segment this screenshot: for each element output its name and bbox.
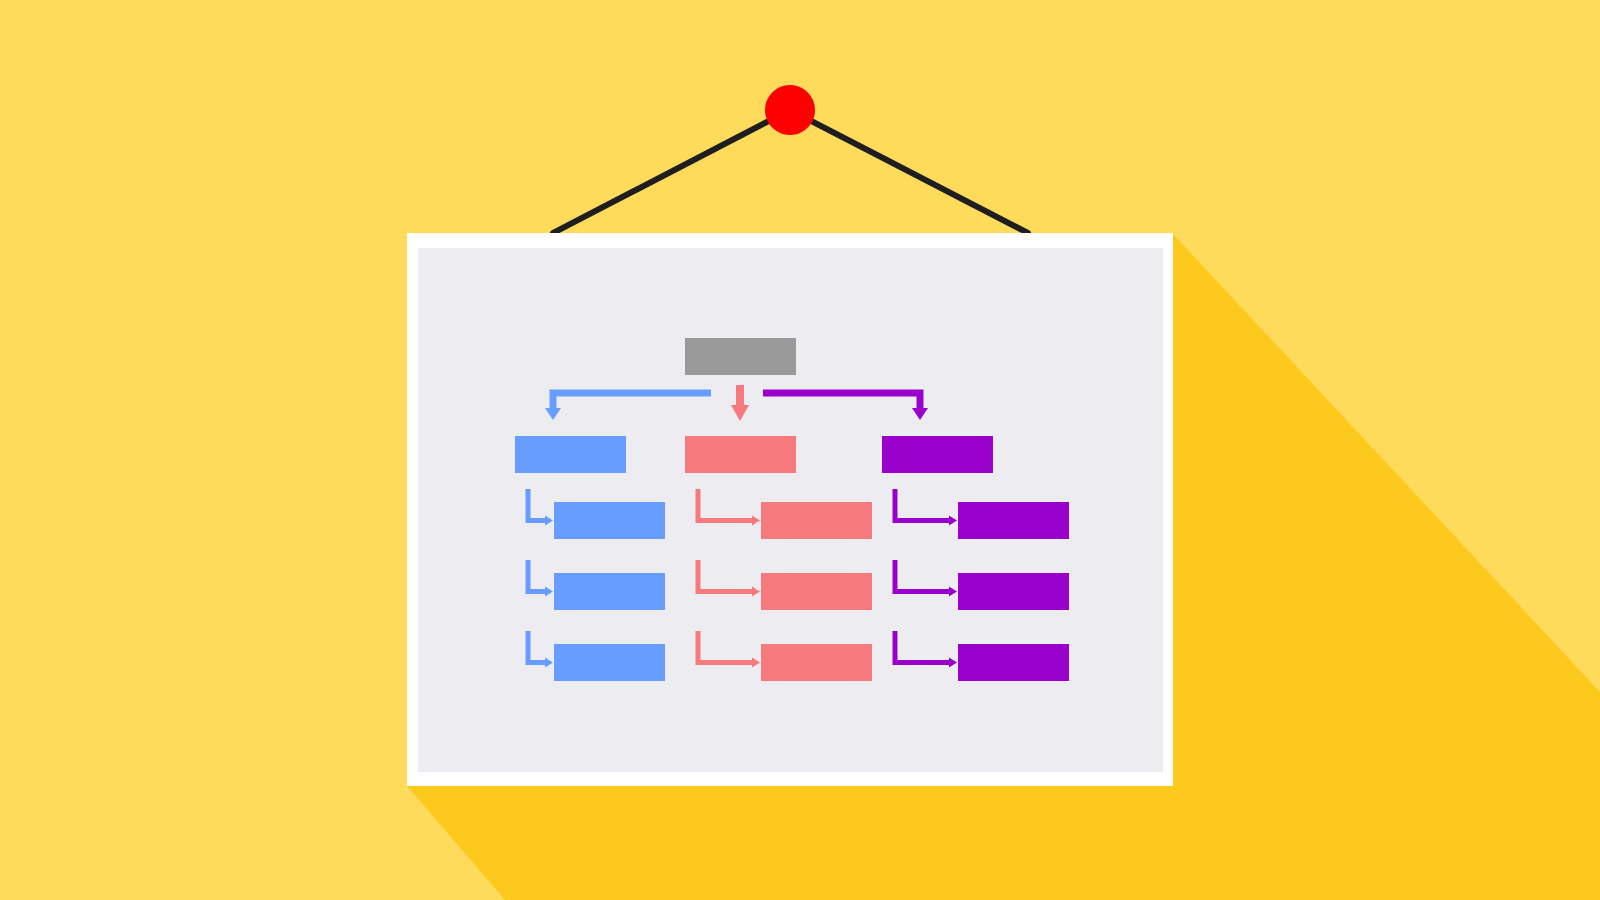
arrowhead-blue-icon: [545, 515, 553, 526]
child-box-blue: [554, 644, 665, 681]
child-box-purple: [958, 573, 1069, 610]
arrowhead-purple-icon: [949, 586, 957, 597]
child-box-red: [761, 644, 872, 681]
branch-box-purple: [882, 436, 993, 473]
child-box-purple: [958, 644, 1069, 681]
elbow-connector-purple: [892, 631, 951, 665]
elbow-connector-red: [695, 631, 754, 665]
child-box-blue: [554, 502, 665, 539]
child-box-red: [761, 573, 872, 610]
elbow-connector-purple: [892, 489, 951, 523]
hierarchy-diagram: [515, 338, 1069, 681]
elbow-connector-purple: [892, 560, 951, 594]
arrowhead-purple-icon: [912, 408, 928, 420]
child-box-red: [761, 502, 872, 539]
elbow-connector-blue: [525, 631, 547, 665]
child-box-blue: [554, 573, 665, 610]
elbow-connector-blue: [525, 560, 547, 594]
branch-box-blue: [515, 436, 626, 473]
elbow-connector-red: [695, 560, 754, 594]
arrowhead-purple-icon: [949, 515, 957, 526]
arrowhead-blue-icon: [545, 657, 553, 668]
arrowhead-blue-icon: [545, 586, 553, 597]
elbow-connector-red: [695, 489, 754, 523]
child-box-purple: [958, 502, 1069, 539]
connector-blue: [549, 389, 711, 410]
arrowhead-red-icon: [752, 657, 760, 668]
arrowhead-red-icon: [731, 405, 749, 421]
arrowhead-red-icon: [752, 515, 760, 526]
arrowhead-purple-icon: [949, 657, 957, 668]
elbow-connector-blue: [525, 489, 547, 523]
arrowhead-blue-icon: [545, 408, 561, 420]
root-box: [685, 338, 796, 375]
branch-box-red: [685, 436, 796, 473]
connector-purple: [763, 389, 924, 410]
arrowhead-red-icon: [752, 586, 760, 597]
pushpin-icon: [765, 85, 815, 135]
hanging-string-left: [550, 107, 793, 236]
hanging-string-right: [787, 107, 1031, 236]
